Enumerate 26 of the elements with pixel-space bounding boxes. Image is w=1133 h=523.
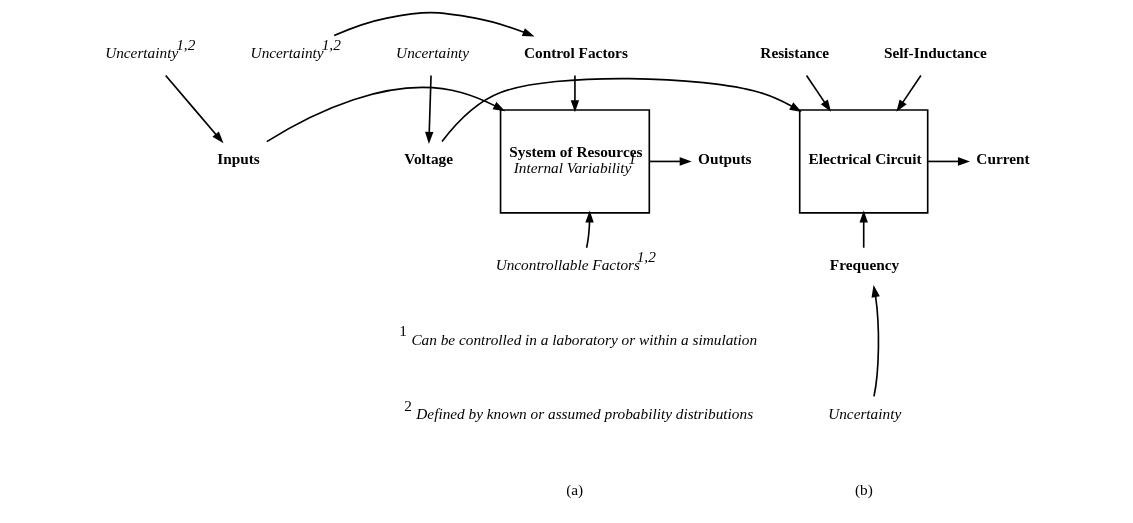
arrow <box>871 285 880 398</box>
node-text: Resistance <box>759 44 829 62</box>
arrow <box>570 74 579 113</box>
node-text: Uncertainty <box>827 405 901 423</box>
node-text: Uncertainty <box>395 44 469 62</box>
node-text: Current <box>975 150 1030 168</box>
arrow <box>440 77 802 143</box>
arrow <box>424 74 433 144</box>
label: (a) <box>565 480 583 498</box>
arrow <box>265 86 505 143</box>
node-text: Control Factors <box>523 44 628 62</box>
node-text: Voltage <box>403 150 453 168</box>
label: (b) <box>854 480 873 498</box>
node-text: Frequency <box>829 256 899 274</box>
node-text: Outputs <box>697 150 752 168</box>
node-text: Inputs <box>216 150 260 168</box>
arrow <box>164 74 223 144</box>
arrow <box>859 210 868 249</box>
arrow <box>648 157 692 166</box>
arrow <box>332 11 535 37</box>
node-text: Self-Inductance <box>883 44 987 62</box>
arrow <box>805 74 831 112</box>
arrow <box>584 210 594 249</box>
arrow <box>926 157 970 166</box>
arrow <box>895 74 922 112</box>
node-box: Electrical Circuit <box>798 109 928 214</box>
